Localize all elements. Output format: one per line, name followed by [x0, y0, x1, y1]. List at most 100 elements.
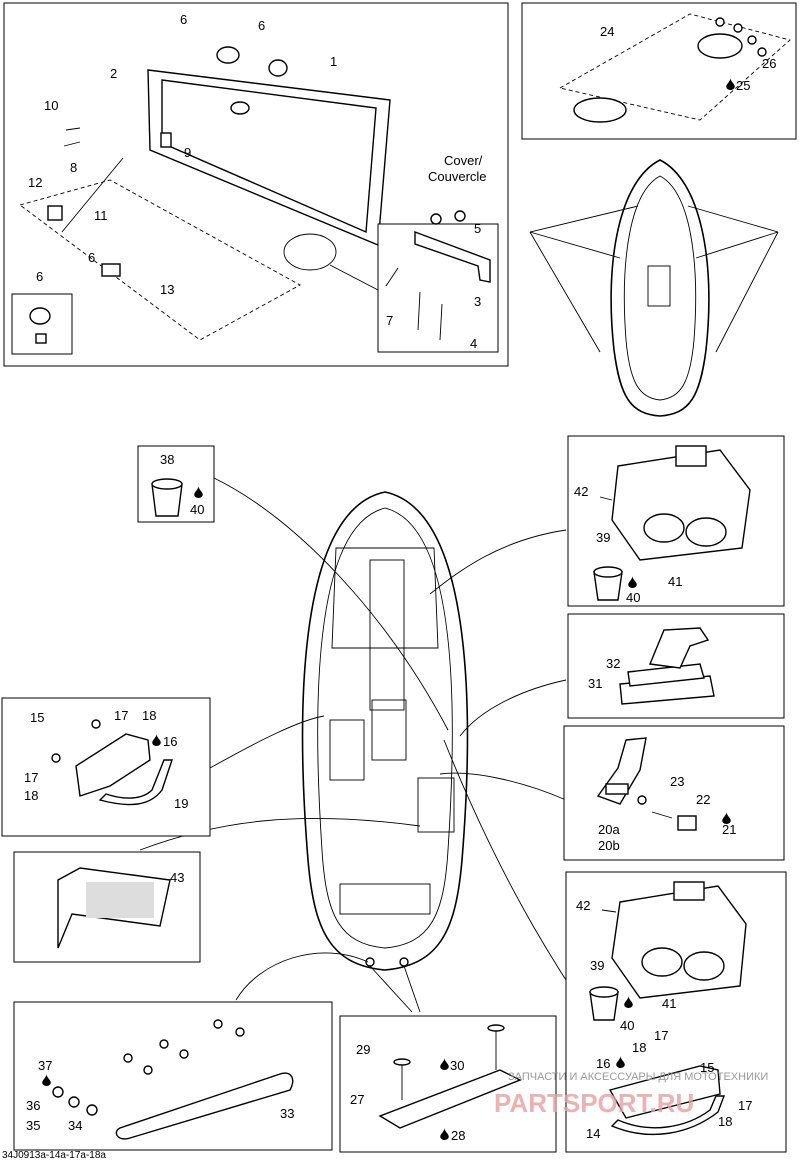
- callout-1: 1: [330, 54, 337, 69]
- callout-11: 11: [94, 208, 108, 223]
- callout-16: 16: [163, 734, 177, 749]
- hull-eyelet-right: [399, 957, 409, 967]
- callout-31: 31: [588, 676, 602, 691]
- nut-17a: [91, 719, 101, 729]
- nut-36: [52, 1086, 64, 1098]
- latch-9: [160, 132, 172, 148]
- nut-a: [213, 1019, 223, 1029]
- callout-2: 2: [110, 66, 117, 81]
- callout-29: 29: [356, 1042, 370, 1057]
- callout-41: 41: [668, 574, 682, 589]
- callout-36: 36: [26, 1098, 40, 1113]
- cover-vent-hole: [230, 101, 250, 115]
- callout-37: 37: [38, 1058, 52, 1073]
- foam-panel: 43: [13, 851, 201, 963]
- callout-41: 41: [662, 996, 676, 1011]
- nut-b: [235, 1027, 245, 1037]
- hull-left-well: [329, 719, 365, 781]
- knob-6b: [268, 59, 288, 77]
- washer-23: [637, 795, 647, 805]
- pad-18: [75, 733, 151, 797]
- callout-22: 22: [696, 792, 710, 807]
- leader-d: [687, 205, 779, 233]
- callout-12: 12: [28, 175, 42, 190]
- washer-17b: [51, 753, 61, 763]
- bracket-12: [47, 205, 63, 221]
- cup-39a-rim: [593, 566, 623, 578]
- hull-center-hatch: [371, 699, 407, 761]
- watermark-text: ЗАПЧАСТИ И АКСЕССУАРЫ ДЛЯ МОТОТЕХНИКИ: [508, 1071, 768, 1083]
- plate-panel: 29 30 27 28: [339, 1015, 557, 1153]
- screw-22: [651, 811, 673, 819]
- callout-27: 27: [350, 1092, 364, 1107]
- nut-c: [159, 1039, 169, 1049]
- glovebox-panel-upper: 42 39 40 41: [567, 435, 785, 607]
- bolt-29b-head: [487, 1024, 505, 1032]
- leader-c: [529, 231, 601, 353]
- reboarding-handle-frame: [563, 725, 785, 861]
- callout-23: 23: [670, 774, 684, 789]
- plate-panel-frame: [339, 1015, 557, 1153]
- callout-14: 14: [586, 1126, 600, 1141]
- small-hull-overview: [529, 159, 779, 417]
- steering-panel: 24 26 25: [521, 2, 797, 140]
- callout-18: 18: [632, 1040, 646, 1055]
- leader-43: [139, 818, 421, 851]
- leader-e: [695, 231, 779, 259]
- glovebox-tab: [675, 445, 707, 467]
- main-hull: [301, 491, 469, 971]
- callout-19: 19: [174, 796, 188, 811]
- cover-panel: 6 6 1 2 10 9 8 12 11 6 13 6 Cover/ Couve…: [3, 2, 509, 367]
- handle-20b-plate: [605, 783, 629, 795]
- nut-f: [143, 1065, 153, 1075]
- cap-21: [677, 815, 697, 831]
- callout-5: 5: [474, 221, 481, 236]
- nut-d: [757, 47, 767, 57]
- callout-25: 25: [736, 78, 750, 93]
- callout-6: 6: [36, 269, 43, 284]
- leader-38: [213, 477, 449, 731]
- callout-17: 17: [24, 770, 38, 785]
- callout-40: 40: [190, 502, 204, 517]
- inset-knob-base: [35, 333, 47, 344]
- hinge-3: [414, 230, 491, 283]
- foam-43-texture: [86, 882, 154, 918]
- callout-34: 34: [68, 1118, 82, 1133]
- glovebox-41b: [611, 885, 747, 999]
- callout-15: 15: [30, 710, 44, 725]
- leader-19: [209, 715, 325, 769]
- hull-outline: [301, 491, 469, 971]
- callout-17: 17: [738, 1098, 752, 1113]
- small-hull-console: [647, 265, 671, 307]
- callout-13: 13: [160, 282, 174, 297]
- figure-code: 34J0913a-14a-17a-18a: [2, 1150, 106, 1161]
- handle-14: [610, 1095, 726, 1136]
- cup-38-rim: [151, 478, 183, 490]
- bumper-33: [115, 1072, 294, 1140]
- cover-label: Cover/: [444, 153, 483, 168]
- nut-d: [179, 1049, 189, 1059]
- small-hull-outline: [610, 159, 710, 417]
- callout-33: 33: [280, 1106, 294, 1121]
- callout-24: 24: [600, 24, 614, 39]
- callout-38: 38: [160, 452, 174, 467]
- leader-20: [439, 772, 567, 801]
- handle-19: [98, 759, 173, 806]
- callout-30: 30: [450, 1058, 464, 1073]
- callout-16: 16: [596, 1056, 610, 1071]
- callout-17: 17: [654, 1028, 668, 1043]
- washer-35: [68, 1096, 80, 1108]
- callout-39: 39: [590, 958, 604, 973]
- callout-10: 10: [44, 98, 58, 113]
- tow-hook-panel: 32 31: [567, 613, 785, 719]
- nut-b: [733, 23, 743, 33]
- leader-b: [529, 231, 621, 259]
- leader-f: [715, 231, 779, 353]
- hull-deck: [317, 507, 453, 949]
- cupholder-panel: 38 40: [137, 445, 215, 523]
- glovebox-cup-hole-d: [683, 951, 725, 981]
- screw-42b: [601, 909, 617, 913]
- leader-33: [235, 952, 369, 1001]
- callout-42: 42: [574, 484, 588, 499]
- callout-9: 9: [184, 145, 191, 160]
